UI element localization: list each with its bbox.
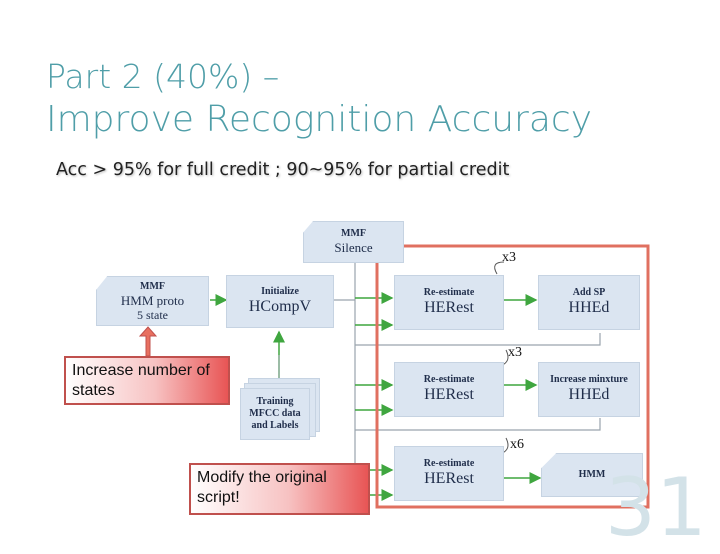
highlight-frame xyxy=(375,244,650,509)
callout-arrow xyxy=(138,326,158,357)
training-line3: and Labels xyxy=(251,420,299,431)
training-line2: MFCC data xyxy=(249,408,301,419)
training-line1: Training xyxy=(256,396,294,407)
title-line-1: Part 2 (40%) – xyxy=(46,57,280,96)
mmf-silence-box: MMF Silence xyxy=(303,221,404,263)
reestimate-herest-box-3: Re-estimate HERest xyxy=(394,446,504,501)
reest2-label: Re-estimate xyxy=(423,374,475,385)
reest1-tool: HERest xyxy=(424,299,474,316)
diagram-connectors xyxy=(138,244,650,509)
proto-line2: HMM proto xyxy=(120,293,185,308)
addsp-label: Add SP xyxy=(572,287,606,298)
proto-line1: MMF xyxy=(140,281,165,292)
mmf-silence-line1: MMF xyxy=(341,228,366,239)
reest3-tool: HERest xyxy=(424,470,474,487)
title-line-2: Improve Recognition Accuracy xyxy=(46,99,593,140)
initialize-hcompv-box: Initialize HCompV xyxy=(226,275,334,328)
proto-line3: 5 state xyxy=(137,308,168,322)
addsp-tool: HHEd xyxy=(568,299,610,316)
initialize-label: Initialize xyxy=(261,286,299,297)
mmf-hmm-proto-box: MMF HMM proto 5 state xyxy=(96,276,209,326)
hmm-label: HMM xyxy=(578,469,606,480)
iteration-count-3: x6 xyxy=(510,437,524,452)
loop-arc-1 xyxy=(494,261,505,275)
mix-tool: HHEd xyxy=(568,386,610,403)
slide-subtitle: Acc > 95% for full credit ; 90~95% for p… xyxy=(56,160,510,180)
slide-title: Part 2 (40%) – Improve Recognition Accur… xyxy=(46,56,592,142)
reest3-label: Re-estimate xyxy=(423,458,475,469)
initialize-tool: HCompV xyxy=(248,298,312,315)
increase-mixture-hhed-box: Increase minxture HHEd xyxy=(538,362,640,417)
mmf-silence-line2: Silence xyxy=(334,240,373,255)
training-data-box: Training MFCC data and Labels xyxy=(240,388,310,440)
page-number-watermark: 31 xyxy=(605,461,707,554)
callout-modify-script: Modify the original script! xyxy=(189,463,370,515)
reest1-label: Re-estimate xyxy=(423,287,475,298)
reestimate-herest-box-1: Re-estimate HERest xyxy=(394,275,504,330)
mix-label: Increase minxture xyxy=(550,374,628,385)
iteration-count-2: x3 xyxy=(508,345,522,360)
add-sp-hhed-box: Add SP HHEd xyxy=(538,275,640,330)
hmm-output-box: HMM xyxy=(541,453,643,497)
iteration-count-1: x3 xyxy=(502,250,516,265)
callout-increase-states: Increase number of states xyxy=(64,356,230,405)
reestimate-herest-box-2: Re-estimate HERest xyxy=(394,362,504,417)
reest2-tool: HERest xyxy=(424,386,474,403)
